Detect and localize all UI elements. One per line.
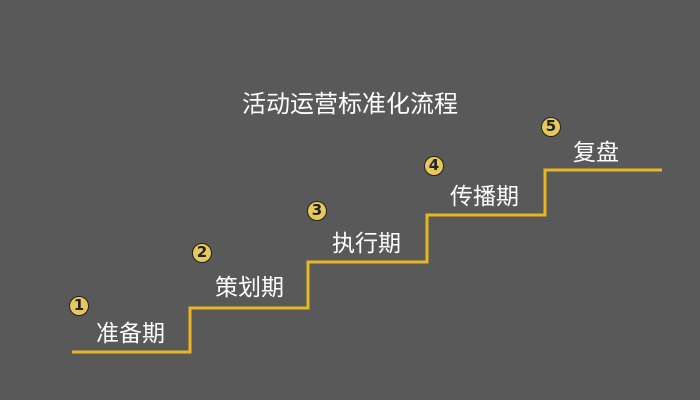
step-2-number-badge: 2 <box>192 243 212 263</box>
step-2-label: 策划期 <box>215 275 284 301</box>
step-5-number-badge: 5 <box>541 117 561 137</box>
step-4-label: 传播期 <box>450 184 519 210</box>
step-3-label: 执行期 <box>332 231 401 257</box>
step-1-number-badge: 1 <box>69 296 89 316</box>
diagram-title: 活动运营标准化流程 <box>242 90 458 118</box>
step-5-label: 复盘 <box>573 140 619 166</box>
step-3-number-badge: 3 <box>307 201 327 221</box>
step-4-number-badge: 4 <box>424 156 444 176</box>
step-1-label: 准备期 <box>96 321 165 347</box>
